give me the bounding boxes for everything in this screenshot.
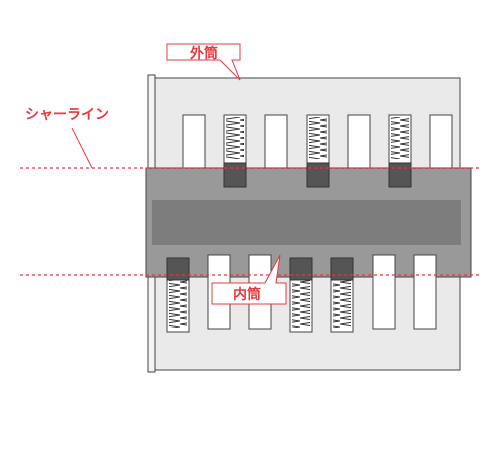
- top-driver-pins: [223, 162, 412, 188]
- driver-pin: [289, 257, 313, 281]
- keyway: [152, 200, 461, 245]
- pin-chamber: [429, 114, 453, 169]
- pin-chamber: [413, 254, 437, 330]
- driver-pin: [330, 257, 354, 281]
- spring-icon: [226, 117, 244, 159]
- spring-icon: [333, 280, 351, 328]
- inner-cylinder-callout: 内筒: [211, 254, 287, 305]
- bottom-pin-chambers: [166, 254, 437, 333]
- driver-pin: [223, 162, 247, 188]
- spring-icon: [309, 117, 327, 159]
- shear-line-label: シャーライン: [25, 107, 109, 123]
- shear-line-leader: [71, 127, 93, 169]
- outer-cylinder-callout: 外筒: [166, 43, 241, 81]
- pin-chamber: [182, 114, 206, 169]
- top-pin-chambers: [182, 114, 453, 169]
- spring-icon: [292, 280, 310, 328]
- driver-pin: [388, 162, 412, 188]
- spring-icon: [169, 280, 187, 328]
- driver-pin: [166, 257, 190, 281]
- inner-cylinder-label: 内筒: [233, 286, 261, 303]
- pin-chamber: [264, 114, 288, 169]
- outer-cylinder-label: 外筒: [190, 45, 218, 62]
- driver-pin: [306, 162, 330, 188]
- pin-chamber: [347, 114, 371, 169]
- pin-chamber: [372, 254, 396, 330]
- spring-icon: [391, 117, 409, 159]
